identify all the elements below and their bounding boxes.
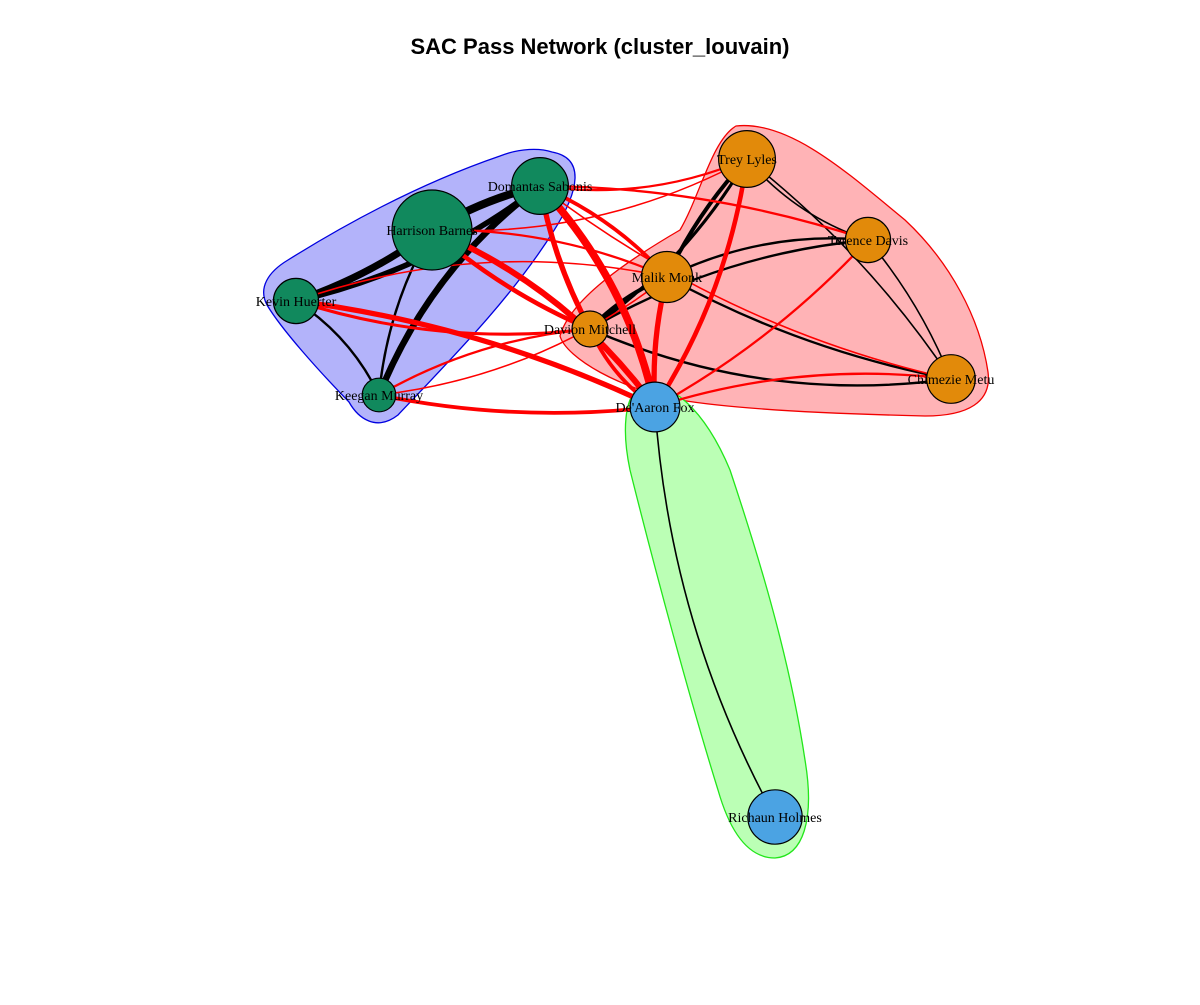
edge-domantas-sabonis-keegan-murray xyxy=(375,182,544,399)
node-label-trey-lyles: Trey Lyles xyxy=(717,153,777,168)
player-nodes xyxy=(272,130,976,845)
node-kevin-huerter[interactable] xyxy=(272,277,320,325)
edge-domantas-sabonis-de-aaron-fox xyxy=(536,182,659,411)
node-de-aaron-fox[interactable] xyxy=(629,381,681,433)
node-malik-monk[interactable] xyxy=(640,250,694,304)
node-label-chimezie-metu: Chimezie Metu xyxy=(908,373,995,388)
node-label-davion-mitchell: Davion Mitchell xyxy=(544,323,636,338)
edge-de-aaron-fox-richaun-holmes xyxy=(654,406,776,818)
edge-malik-monk-chimezie-metu xyxy=(665,275,953,381)
node-label-richaun-holmes: Richaun Holmes xyxy=(728,811,822,826)
node-keegan-murray[interactable] xyxy=(361,377,397,413)
edge-de-aaron-fox-terence-davis xyxy=(653,238,870,409)
node-label-keegan-murray: Keegan Murray xyxy=(335,389,423,404)
edge-keegan-murray-davion-mitchell xyxy=(377,327,592,397)
node-label-domantas-sabonis: Domantas Sabonis xyxy=(488,180,593,195)
edge-harrison-barnes-trey-lyles xyxy=(431,158,748,232)
edge-keegan-murray-malik-monk xyxy=(378,276,668,396)
node-domantas-sabonis[interactable] xyxy=(511,157,570,216)
edge-domantas-sabonis-chimezie-metu xyxy=(539,185,952,380)
edge-de-aaron-fox-chimezie-metu xyxy=(653,372,953,409)
edge-kevin-huerter-de-aaron-fox xyxy=(293,298,658,410)
node-harrison-barnes[interactable] xyxy=(391,189,473,271)
node-label-terence-davis: Terence Davis xyxy=(828,234,908,249)
node-chimezie-metu[interactable] xyxy=(926,354,976,404)
edge-kevin-huerter-malik-monk xyxy=(295,260,668,302)
edge-trey-lyles-davion-mitchell xyxy=(588,157,749,331)
edge-kevin-huerter-davion-mitchell xyxy=(294,299,592,336)
edge-domantas-sabonis-terence-davis xyxy=(538,184,870,242)
node-davion-mitchell[interactable] xyxy=(571,310,609,348)
chart-title: SAC Pass Network (cluster_louvain) xyxy=(410,34,790,59)
node-label-malik-monk: Malik Monk xyxy=(632,271,702,286)
node-richaun-holmes[interactable] xyxy=(747,789,803,845)
community-hull-green xyxy=(624,385,810,859)
node-label-harrison-barnes: Harrison Barnes xyxy=(386,224,477,239)
edge-keegan-murray-de-aaron-fox xyxy=(377,393,657,415)
node-trey-lyles[interactable] xyxy=(717,130,776,189)
node-label-de-aaron-fox: De'Aaron Fox xyxy=(615,401,694,416)
edge-de-aaron-fox-trey-lyles xyxy=(652,156,750,410)
edge-trey-lyles-chimezie-metu xyxy=(746,158,952,380)
node-terence-davis[interactable] xyxy=(844,216,892,264)
node-label-kevin-huerter: Kevin Huerter xyxy=(256,295,337,310)
